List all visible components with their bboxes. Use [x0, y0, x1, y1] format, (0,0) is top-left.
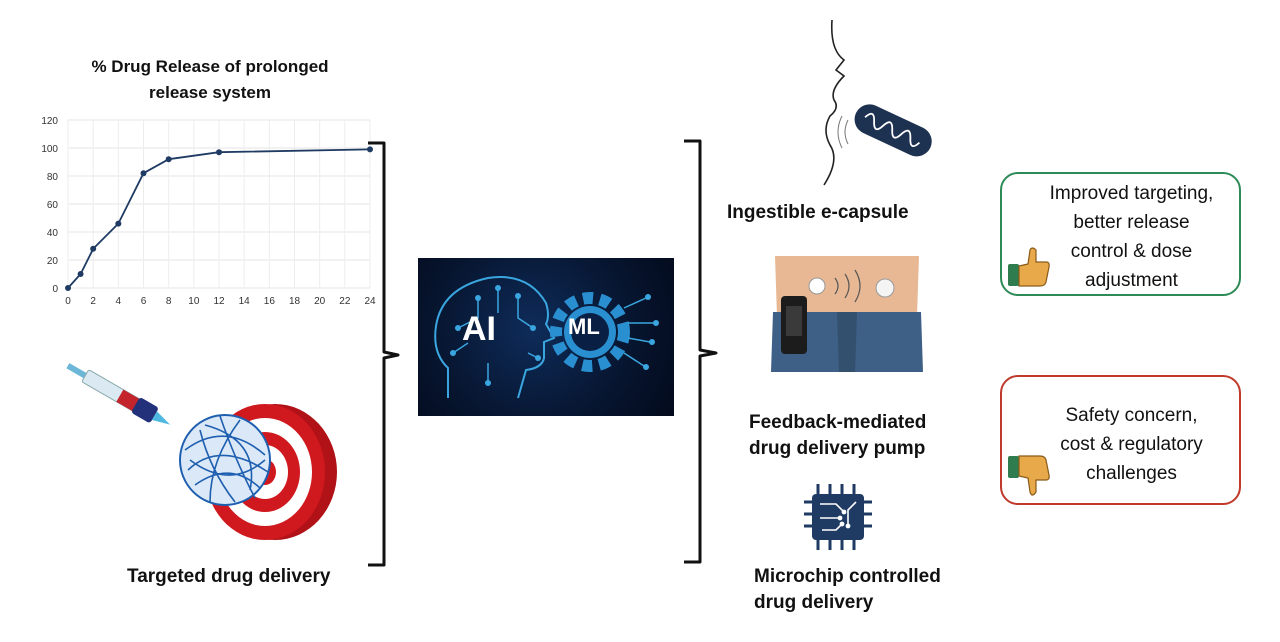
circuit-brain-icon	[434, 276, 659, 399]
chart-title: % Drug Release of prolonged release syst…	[40, 54, 380, 106]
x-tick-label: 16	[264, 296, 276, 307]
y-tick-label: 80	[47, 172, 59, 183]
x-tick-label: 20	[314, 296, 326, 307]
data-point	[65, 285, 71, 291]
data-point	[140, 170, 147, 177]
right-bracket	[684, 139, 718, 564]
data-point	[216, 149, 222, 156]
y-tick-label: 20	[47, 256, 59, 267]
advantages-line-2: better release	[1073, 212, 1190, 233]
advantages-line-4: adjustment	[1085, 270, 1178, 291]
advantages-line-1: Improved targeting,	[1049, 183, 1214, 204]
x-tick-label: 4	[116, 296, 122, 307]
x-tick-label: 24	[364, 296, 376, 307]
ingestible-capsule-label: Ingestible e-capsule	[727, 202, 909, 223]
x-tick-label: 10	[188, 296, 200, 307]
y-tick-label: 60	[47, 200, 59, 211]
insulin-pump-icon	[781, 296, 807, 354]
ml-text: ML	[568, 314, 600, 339]
ingestible-capsule-illustration	[823, 20, 932, 186]
y-tick-label: 120	[41, 116, 58, 127]
x-tick-label: 14	[239, 296, 251, 307]
chart-title-line-2: release system	[149, 83, 271, 102]
x-tick-label: 12	[213, 296, 225, 307]
syringe-icon	[66, 363, 171, 425]
x-tick-label: 2	[90, 296, 96, 307]
ai-text: AI	[462, 310, 496, 348]
nanoparticle-sphere-icon	[179, 414, 271, 506]
y-tick-label: 0	[52, 284, 58, 295]
capsule-icon	[854, 104, 932, 157]
data-point	[115, 220, 122, 227]
left-bracket	[368, 141, 400, 567]
y-tick-label: 100	[41, 144, 58, 155]
ai-ml-panel	[418, 258, 674, 416]
x-tick-label: 18	[289, 296, 301, 307]
y-tick-label: 40	[47, 228, 59, 239]
microchip-label: Microchip controlled drug delivery	[754, 564, 941, 616]
x-tick-label: 8	[166, 296, 172, 307]
feedback-pump-label-line-1: Feedback-mediated	[749, 412, 927, 433]
x-tick-label: 22	[339, 296, 351, 307]
microchip-label-line-2: drug delivery	[754, 592, 874, 613]
x-tick-label: 6	[141, 296, 147, 307]
feedback-pump-label: Feedback-mediated drug delivery pump	[749, 410, 926, 462]
data-point	[367, 146, 373, 153]
advantages-line-3: control & dose	[1070, 241, 1193, 262]
data-point	[165, 156, 172, 163]
series-line	[67, 148, 371, 289]
gear-icon	[550, 292, 630, 372]
feedback-pump-label-line-2: drug delivery pump	[749, 438, 926, 459]
targeted-delivery-illustration	[66, 363, 337, 540]
microchip-icon	[804, 484, 872, 550]
challenges-box: Safety concern, cost & regulatory challe…	[1000, 375, 1241, 505]
x-tick-label: 0	[65, 296, 71, 307]
thumbs-up-icon	[1008, 247, 1050, 287]
thumbs-down-icon	[1008, 455, 1050, 496]
microchip-label-line-1: Microchip controlled	[754, 566, 941, 587]
chart-title-line-1: % Drug Release of prolonged	[91, 57, 329, 76]
data-point	[77, 271, 84, 277]
advantages-box: Improved targeting, better release contr…	[1000, 172, 1241, 296]
targeted-delivery-label: Targeted drug delivery	[127, 566, 331, 587]
challenges-line-3: challenges	[1086, 463, 1177, 484]
data-point	[90, 245, 97, 252]
challenges-line-1: Safety concern,	[1065, 405, 1198, 426]
challenges-line-2: cost & regulatory	[1060, 434, 1203, 455]
feedback-pump-illustration	[767, 256, 927, 372]
